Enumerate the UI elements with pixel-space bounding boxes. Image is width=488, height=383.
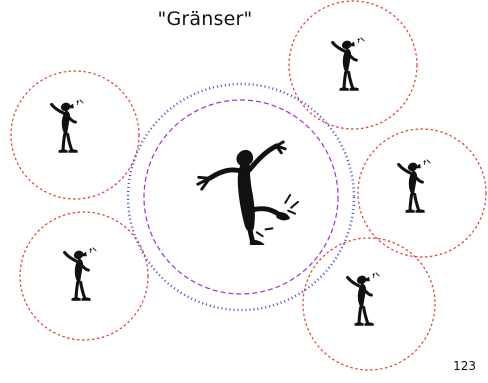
outer-circle-right [357, 128, 487, 258]
standing-figure-bottom-left-icon [62, 246, 98, 303]
outer-circle-bottom-right [302, 237, 436, 371]
slide-title: "Gränser" [157, 8, 253, 30]
outer-circle-bottom-left [19, 211, 149, 341]
standing-figure-bottom-right-icon [345, 271, 381, 328]
standing-figure-right-icon [396, 158, 432, 215]
outer-circle-top-right [288, 0, 418, 130]
central-boundary [126, 82, 356, 312]
standing-figure-left-icon [49, 98, 85, 155]
standing-figure-top-right-icon [330, 36, 366, 93]
page-number: 123 [453, 359, 476, 373]
falling-figure-icon [198, 142, 298, 245]
outer-circle-left [10, 70, 140, 200]
